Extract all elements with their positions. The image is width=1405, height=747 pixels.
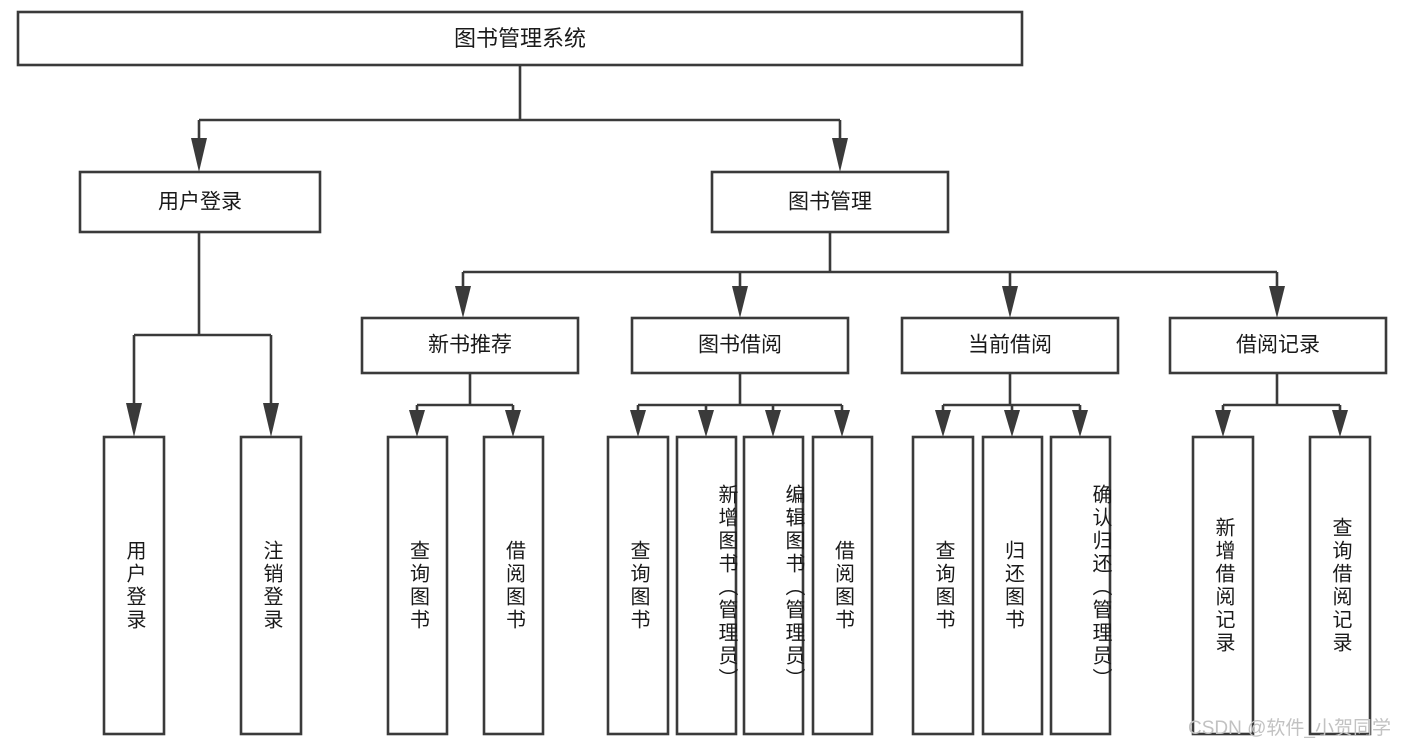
node-leaf-query-book-1[interactable] [386,435,449,736]
node-new-book-recommend-label: 新书推荐 [428,334,512,357]
node-leaf-add-book[interactable] [675,435,738,736]
connector-root-to-level1 [191,65,848,172]
node-leaf-query-book-3[interactable] [911,435,975,736]
node-leaf-query-book-2[interactable] [606,435,670,736]
connector-currentborrow-to-leaves [935,373,1088,437]
node-leaf-return-book[interactable] [981,435,1044,736]
node-current-borrow-label: 当前借阅 [968,334,1052,357]
node-leaf-borrow-book-1[interactable] [482,435,545,736]
node-borrow-record-label: 借阅记录 [1236,334,1320,357]
node-leaf-borrow-book-2[interactable] [811,435,874,736]
node-book-borrow-label: 图书借阅 [698,334,782,357]
node-borrow-record[interactable]: 借阅记录 [1168,316,1388,375]
node-book-manage[interactable]: 图书管理 [710,170,950,234]
connector-newbookrec-to-leaves [409,373,521,437]
node-user-login[interactable]: 用户登录 [78,170,322,234]
node-leaf-add-record[interactable] [1191,435,1255,736]
node-book-borrow[interactable]: 图书借阅 [630,316,850,375]
node-leaf-user-login[interactable] [102,435,166,736]
node-user-login-label: 用户登录 [158,191,242,214]
node-leaf-confirm-return[interactable] [1049,435,1112,736]
node-new-book-recommend[interactable]: 新书推荐 [360,316,580,375]
node-current-borrow[interactable]: 当前借阅 [900,316,1120,375]
node-leaf-logout[interactable] [239,435,303,736]
node-root-label: 图书管理系统 [454,26,586,51]
connector-userlogin-to-leaves [126,232,279,437]
node-leaf-edit-book[interactable] [742,435,805,736]
watermark-text: CSDN @软件_小贺同学 [1188,718,1391,739]
connector-bookborrow-to-leaves [630,373,850,437]
node-leaf-query-record[interactable] [1308,435,1372,736]
node-root[interactable]: 图书管理系统 [16,10,1024,67]
connector-bookmanage-to-level2 [455,232,1285,318]
node-book-manage-label: 图书管理 [788,191,872,214]
connector-borrowrecord-to-leaves [1215,373,1348,437]
